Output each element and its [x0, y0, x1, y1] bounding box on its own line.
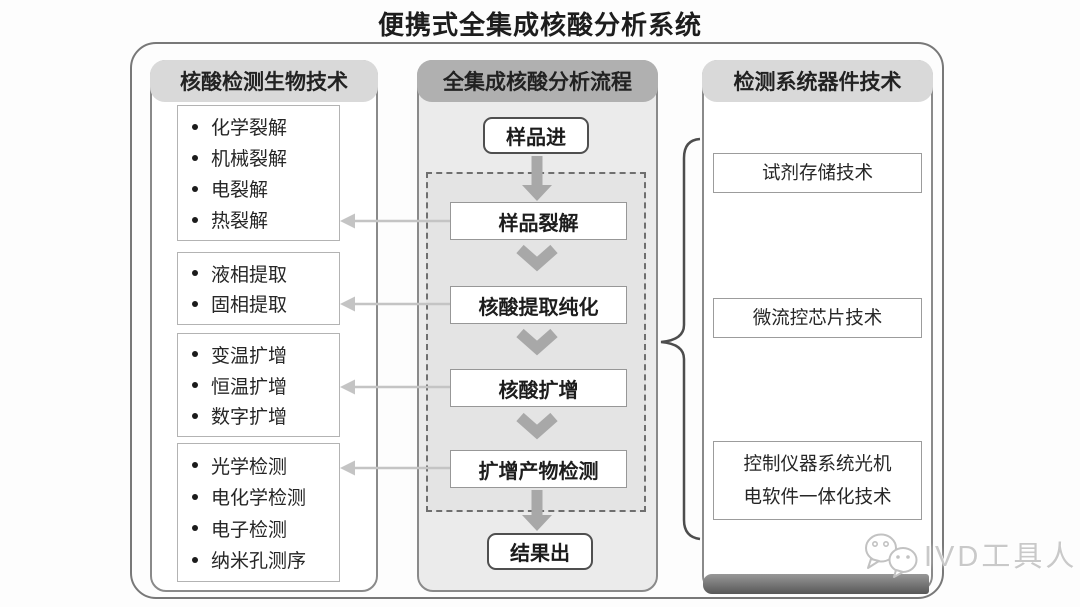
list-item: 热裂解	[178, 206, 339, 233]
diagram-title: 便携式全集成核酸分析系统	[377, 10, 702, 40]
bullet-icon	[192, 556, 198, 563]
panel-bio-technology-header: 核酸检测生物技术	[150, 60, 378, 102]
bullet-icon	[192, 123, 198, 130]
list-item: 数字扩增	[178, 402, 339, 429]
extraction-methods-group: 液相提取 固相提取	[177, 252, 340, 325]
bullet-icon	[192, 216, 198, 223]
list-item: 电子检测	[178, 515, 339, 542]
list-item-label: 光学检测	[211, 456, 288, 478]
wechat-icon	[865, 533, 918, 578]
list-item-label: 机械裂解	[211, 149, 288, 170]
list-item-label: 化学裂解	[211, 118, 288, 139]
bullet-icon	[192, 154, 198, 161]
lysis-methods-group: 化学裂解 机械裂解 电裂解 热裂解	[177, 105, 340, 241]
list-item: 电化学检测	[178, 483, 339, 510]
microfluidic-chip-box: 微流控芯片技术	[713, 298, 922, 338]
bullet-icon	[192, 382, 198, 388]
list-item-label: 固相提取	[211, 295, 288, 317]
bullet-icon	[192, 185, 198, 192]
list-item: 化学裂解	[178, 113, 339, 140]
panel-analysis-flow-header: 全集成核酸分析流程	[417, 60, 658, 102]
list-item: 光学检测	[178, 452, 339, 479]
list-item-label: 纳米孔测序	[211, 551, 307, 573]
bullet-icon	[192, 525, 198, 532]
list-item-label: 电裂解	[211, 180, 269, 201]
list-item-label: 数字扩增	[211, 407, 288, 429]
bullet-icon	[192, 270, 198, 277]
sample-in-node: 样品进	[483, 117, 589, 154]
list-item: 液相提取	[178, 260, 339, 287]
bullet-icon	[192, 412, 198, 419]
list-item: 固相提取	[178, 290, 339, 317]
amplification-methods-group: 变温扩增 恒温扩增 数字扩增	[177, 333, 340, 437]
bullet-icon	[192, 462, 198, 469]
panel-bio-technology: 核酸检测生物技术 化学裂解 机械裂解 电裂解 热裂解 液相提取 固相提取 变温扩…	[150, 60, 378, 592]
panel-device-technology: 检测系统器件技术 试剂存储技术 微流控芯片技术 控制仪器系统光机 电软件一体化技…	[702, 60, 933, 592]
flow-step-extraction-purification: 核酸提取纯化	[450, 286, 627, 324]
watermark: IVD工具人	[860, 528, 1077, 580]
panel-analysis-flow: 全集成核酸分析流程 样品进 样品裂解 核酸提取纯化 核酸扩增 扩增产物检测 结果…	[417, 60, 658, 592]
result-out-node: 结果出	[487, 533, 593, 570]
list-item-label: 恒温扩增	[211, 376, 288, 398]
shadow-bar	[703, 574, 929, 594]
list-item-label: 电化学检测	[211, 488, 307, 510]
list-item: 电裂解	[178, 175, 339, 202]
bullet-icon	[192, 493, 198, 500]
bullet-icon	[192, 300, 198, 307]
detection-methods-group: 光学检测 电化学检测 电子检测 纳米孔测序	[177, 443, 340, 582]
list-item: 恒温扩增	[178, 372, 339, 399]
flow-step-sample-lysis: 样品裂解	[450, 202, 627, 240]
panel-device-technology-header: 检测系统器件技术	[702, 60, 933, 102]
list-item-label: 电子检测	[211, 519, 288, 541]
outer-frame	[130, 42, 944, 599]
flow-step-product-detection: 扩增产物检测	[450, 450, 627, 488]
control-instrument-box: 控制仪器系统光机 电软件一体化技术	[713, 441, 922, 520]
list-item-label: 热裂解	[211, 211, 269, 232]
watermark-text: IVD工具人	[924, 541, 1078, 573]
list-item: 机械裂解	[178, 144, 339, 171]
list-item: 纳米孔测序	[178, 546, 339, 573]
list-item: 变温扩增	[178, 341, 339, 368]
flow-step-amplification: 核酸扩增	[450, 369, 627, 407]
bullet-icon	[192, 351, 198, 358]
list-item-label: 变温扩增	[211, 345, 288, 367]
list-item-label: 液相提取	[211, 264, 288, 286]
reagent-storage-box: 试剂存储技术	[713, 153, 922, 193]
